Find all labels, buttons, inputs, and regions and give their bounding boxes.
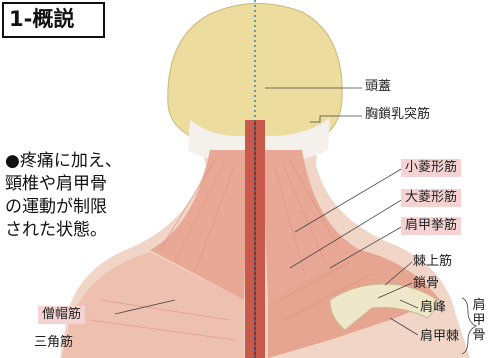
label-levator-scapulae: 肩甲挙筋 [401,217,461,235]
label-scm: 胸鎖乳突筋 [365,106,430,124]
label-deltoid: 三角筋 [34,334,73,352]
note-line: ●疼痛に加え、 [5,150,122,173]
label-rhomboid-major: 大菱形筋 [401,189,461,207]
label-clavicle: 鎖骨 [413,275,439,293]
label-scapular-spine: 肩甲棘 [420,328,459,346]
section-title: 1-概説 [2,2,105,38]
note-text: ●疼痛に加え、 頸椎や肩甲骨 の運動が制限 された状態。 [5,150,122,242]
label-rhomboid-minor: 小菱形筋 [401,159,461,177]
label-trapezius: 僧帽筋 [38,306,85,324]
note-line: の運動が制限 [5,196,122,219]
label-scapula-group: 肩甲骨 [471,298,487,343]
label-skull: 頭蓋 [365,78,391,96]
label-acromion: 肩峰 [420,299,446,317]
note-line: 頸椎や肩甲骨 [5,173,122,196]
note-line: された状態。 [5,219,122,242]
label-supraspinatus: 棘上筋 [413,253,452,271]
